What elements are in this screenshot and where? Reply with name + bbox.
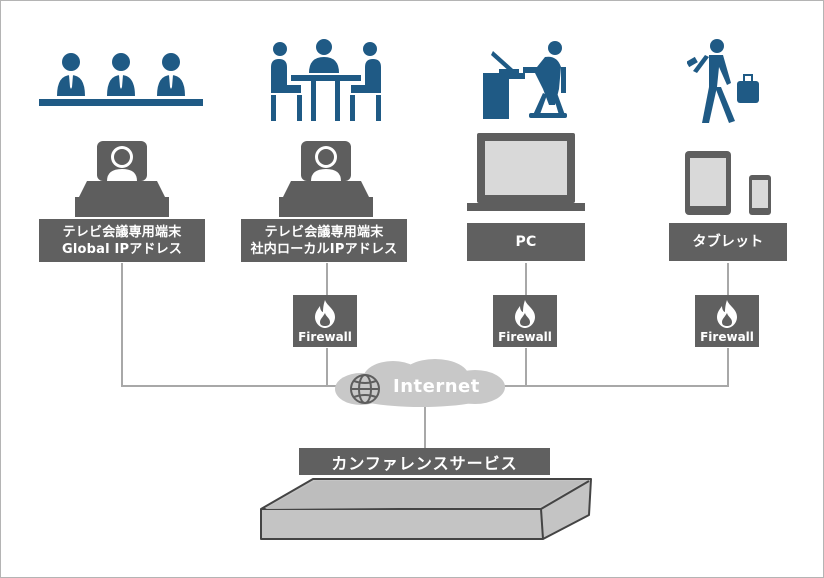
laptop-icon	[467, 133, 585, 211]
firewall-label: Firewall	[498, 330, 552, 344]
flame-icon	[315, 300, 335, 328]
firewall-vc-local: Firewall	[293, 295, 357, 347]
globe-icon	[350, 374, 380, 404]
node-label-line1: PC	[515, 233, 537, 250]
video-conference-terminal-local-icon	[279, 141, 373, 217]
audience-people-icon	[39, 53, 203, 106]
flame-icon	[515, 300, 535, 328]
firewall-label: Firewall	[700, 330, 754, 344]
node-label-vc-global: テレビ会議専用端末 Global IPアドレス	[39, 219, 205, 262]
server-appliance-icon	[260, 478, 592, 540]
desk-worker-icon	[483, 41, 567, 119]
walking-person-icon	[687, 39, 759, 123]
node-label-line1: テレビ会議専用端末	[62, 224, 182, 240]
node-label-pc: PC	[467, 223, 585, 261]
connector-pc-fw-vertical	[525, 348, 527, 386]
node-label-line1: タブレット	[692, 233, 764, 250]
connector-horizontal-left	[121, 385, 351, 387]
connector-tablet-vertical	[727, 263, 729, 295]
connector-vc-local-fw-vertical	[326, 348, 328, 386]
connector-pc-vertical	[525, 263, 527, 295]
internet-label: Internet	[393, 376, 480, 397]
node-label-line1: テレビ会議専用端末	[264, 224, 384, 240]
node-label-line2: 社内ローカルIPアドレス	[250, 241, 398, 257]
node-label-vc-local: テレビ会議専用端末 社内ローカルIPアドレス	[241, 219, 407, 262]
connector-vc-local-vertical	[326, 263, 328, 295]
conference-service-label: カンファレンスサービス	[299, 448, 550, 475]
connector-cloud-to-service	[424, 405, 426, 449]
flame-icon	[717, 300, 737, 328]
tablet-phone-icon	[685, 151, 771, 215]
video-conference-terminal-icon	[75, 141, 169, 217]
connector-vc-global-vertical	[121, 263, 123, 387]
node-label-tablet: タブレット	[669, 223, 787, 261]
firewall-tablet: Firewall	[695, 295, 759, 347]
node-label-line2: Global IPアドレス	[61, 241, 183, 257]
firewall-pc: Firewall	[493, 295, 557, 347]
connector-tablet-fw-vertical	[727, 348, 729, 386]
connector-horizontal-right	[501, 385, 729, 387]
firewall-label: Firewall	[298, 330, 352, 344]
meeting-people-icon	[271, 39, 381, 121]
